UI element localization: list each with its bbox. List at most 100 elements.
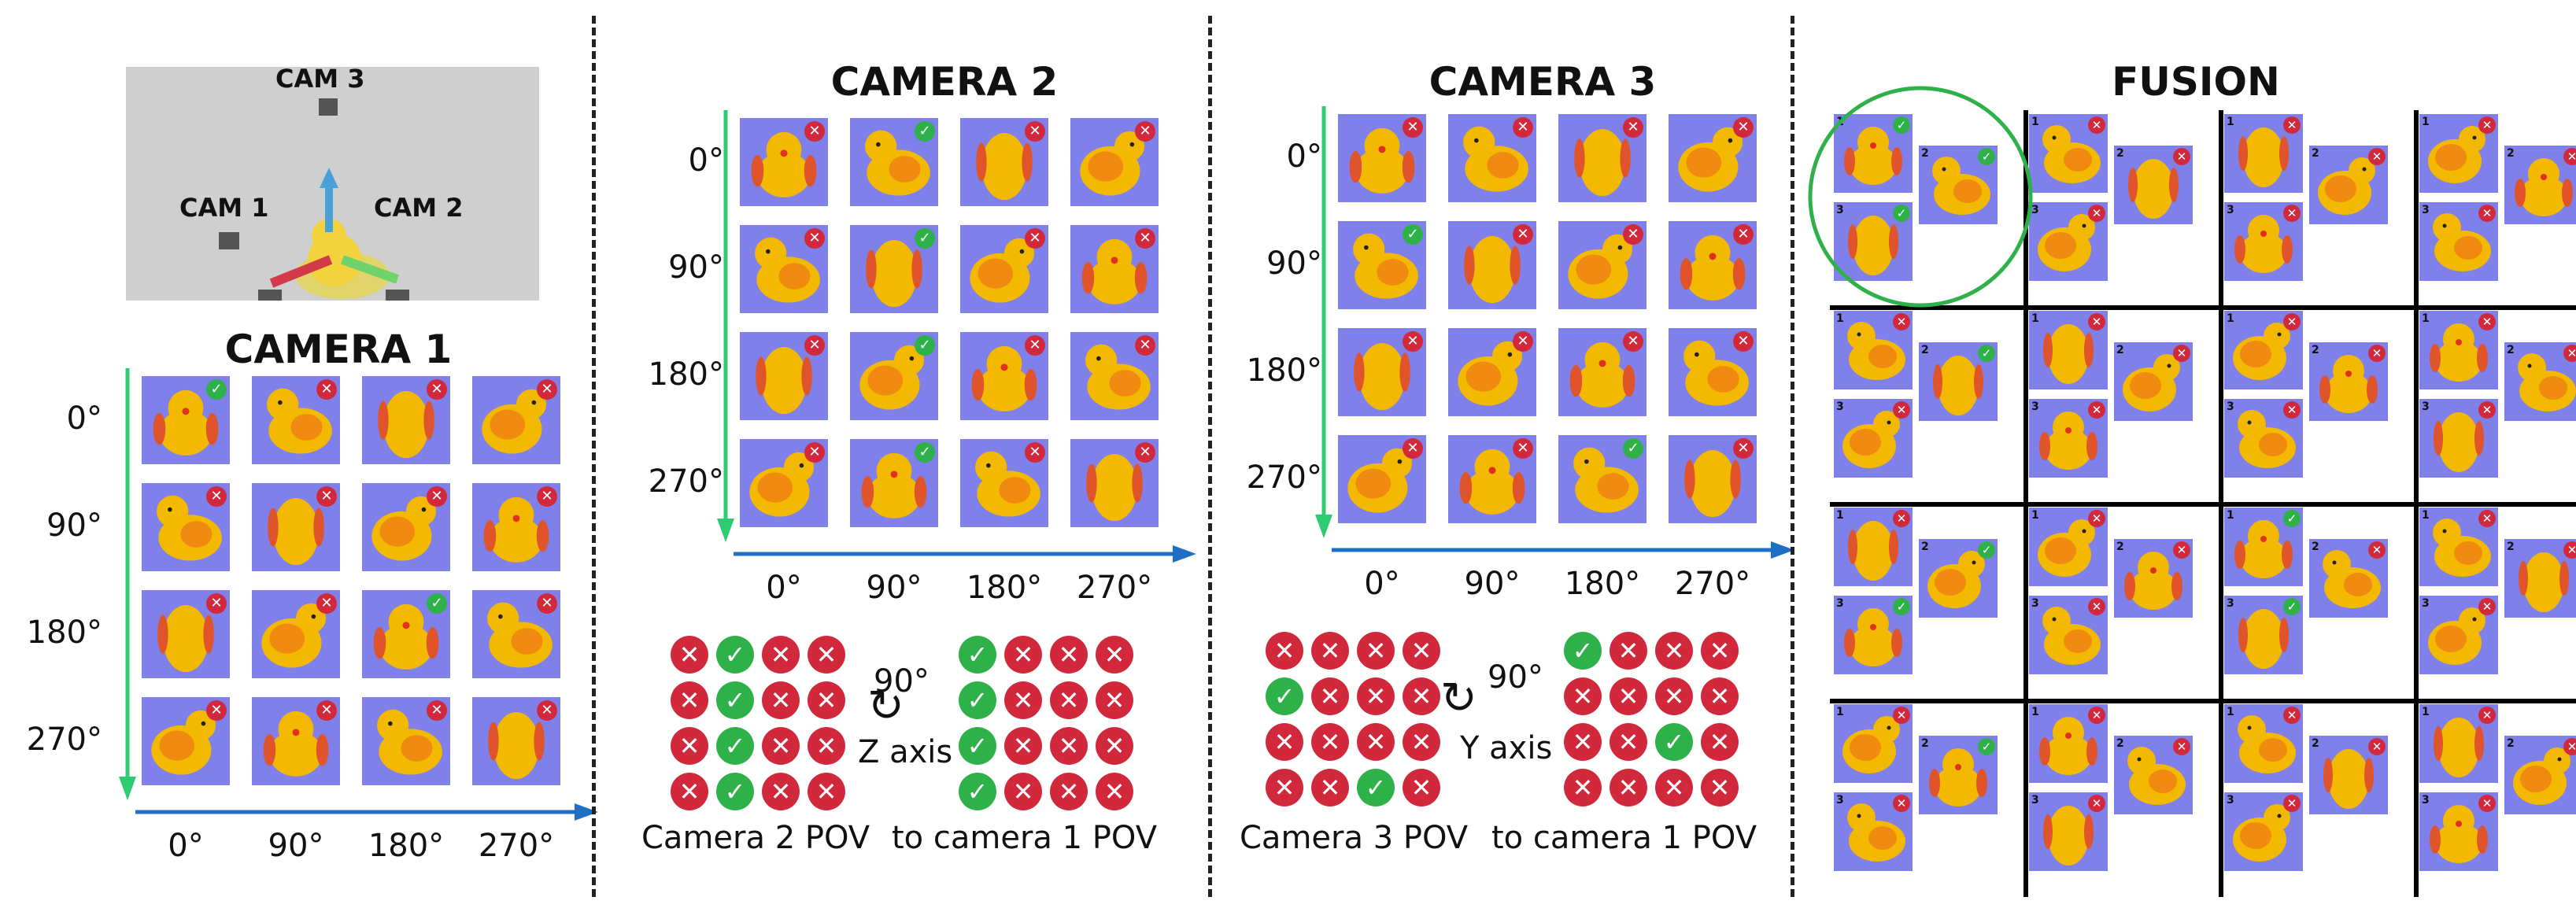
fusion-cell: 1✕2✕3✕ [2419, 508, 2576, 696]
orientation-cell: ✕ [252, 697, 340, 785]
fusion-view: 3✕ [2419, 399, 2498, 478]
fusion-view: 2✕ [2309, 539, 2388, 618]
cross-icon: ✕ [804, 121, 825, 142]
cross-icon: ✕ [2563, 738, 2576, 755]
highlight-circle [1808, 86, 2033, 308]
orientation-cell: ✕ [472, 697, 560, 785]
duck-image [859, 345, 925, 410]
cross-icon: ✕ [1623, 331, 1643, 352]
duck-image [2042, 607, 2101, 665]
view-number: 1 [2422, 509, 2430, 522]
cross-icon: ✕ [1701, 677, 1739, 715]
orientation-cell: ✕ [142, 697, 230, 785]
fusion-cell: 1✕2✕3✕ [2029, 311, 2216, 500]
duck-image [1842, 716, 1900, 773]
cross-icon: ✕ [1564, 769, 1602, 806]
col-label: 180° [966, 570, 1043, 606]
orientation-cell: ✕ [1448, 221, 1536, 309]
fusion-view: 1✕ [2224, 114, 2303, 193]
cross-icon: ✕ [316, 593, 337, 614]
duck-image [2513, 747, 2570, 805]
cross-icon: ✕ [2563, 541, 2576, 559]
fusion-view: 1✕ [2224, 704, 2303, 783]
fusion-view: 3✕ [2224, 792, 2303, 871]
check-icon: ✓ [1357, 769, 1395, 806]
fusion-view: 2✓ [1919, 539, 1998, 618]
check-icon: ✓ [915, 335, 935, 356]
duck-image [975, 451, 1040, 517]
orientation-cell: ✕ [362, 697, 450, 785]
cross-icon: ✕ [2563, 345, 2576, 362]
cross-icon: ✕ [2283, 116, 2301, 134]
orientation-cell: ✕ [1070, 332, 1159, 420]
cross-icon: ✕ [1701, 632, 1739, 670]
fusion-view: 1✕ [2029, 508, 2108, 586]
orientation-cell: ✓ [850, 332, 938, 420]
cross-icon: ✕ [1025, 228, 1045, 249]
orientation-cell: ✕ [1070, 118, 1159, 206]
cross-icon: ✕ [762, 773, 800, 810]
cross-icon: ✕ [2283, 205, 2301, 222]
check-icon: ✓ [915, 121, 935, 142]
col-label: 180° [1564, 566, 1641, 602]
check-icon: ✓ [1266, 677, 1303, 715]
duck-image [1354, 343, 1410, 411]
cross-icon: ✕ [1096, 681, 1133, 719]
view-number: 2 [2507, 344, 2515, 356]
orientation-cell: ✕ [1669, 221, 1757, 309]
duck-image [1929, 748, 1987, 806]
view-number: 3 [2227, 597, 2234, 610]
duck-image [2238, 410, 2296, 468]
check-icon: ✓ [1893, 205, 1910, 222]
fusion-view: 3✕ [2029, 202, 2108, 281]
fusion-view: 3✕ [2419, 792, 2498, 871]
duck-image [2233, 804, 2290, 862]
fusion-cell: 1✓2✓3✓ [1834, 114, 2021, 303]
duck-image [1847, 803, 1905, 862]
check-icon: ✓ [959, 773, 996, 810]
cross-icon: ✕ [316, 486, 337, 507]
cross-icon: ✕ [1135, 228, 1155, 249]
cross-icon: ✕ [1135, 442, 1155, 463]
duck-image [1933, 356, 1983, 415]
cross-icon: ✕ [1096, 773, 1133, 810]
cam2-label: CAM 2 [374, 193, 464, 223]
duck-image [2127, 747, 2186, 805]
cross-icon: ✕ [671, 773, 708, 810]
orientation-cell: ✕ [1448, 328, 1536, 416]
fusion-view: 2✕ [2309, 342, 2388, 421]
fusion-view: 1✕ [2029, 704, 2108, 783]
camera-1-title: CAMERA 1 [224, 327, 453, 372]
cam1-label: CAM 1 [179, 193, 269, 223]
source-pov-label: Camera 2 POV [641, 820, 870, 856]
cross-icon: ✕ [2173, 148, 2190, 165]
col-label: 0° [1364, 566, 1400, 602]
duck-image [2430, 805, 2488, 863]
camera-2-title: CAMERA 2 [830, 59, 1059, 105]
duck-image [157, 495, 222, 561]
cross-icon: ✕ [1266, 769, 1303, 806]
duck-image [2124, 552, 2182, 610]
fusion-grid-line [1830, 305, 2576, 310]
cross-icon: ✕ [1357, 723, 1395, 761]
fusion-view: 3✓ [1834, 596, 1913, 674]
view-number: 1 [2422, 706, 2430, 718]
view-number: 1 [2227, 706, 2234, 718]
view-number: 2 [2507, 737, 2515, 750]
orientation-cell: ✓ [1338, 221, 1426, 309]
cross-icon: ✕ [427, 486, 447, 507]
view-number: 2 [1921, 737, 1929, 750]
duck-image [1684, 450, 1741, 518]
cross-icon: ✕ [2478, 510, 2496, 527]
check-icon: ✓ [915, 228, 935, 249]
fusion-cell: 1✓2✕3✓ [2224, 508, 2412, 696]
fusion-view: 3✓ [2224, 596, 2303, 674]
view-number: 3 [1836, 597, 1844, 610]
orientation-cell: ✓ [142, 376, 230, 464]
view-number: 3 [1836, 794, 1844, 806]
duck-image [866, 240, 922, 308]
cross-icon: ✕ [762, 681, 800, 719]
check-icon: ✓ [206, 379, 227, 400]
row-label: 270° [1246, 460, 1322, 496]
rotation-angle: 90° [1488, 659, 1543, 696]
